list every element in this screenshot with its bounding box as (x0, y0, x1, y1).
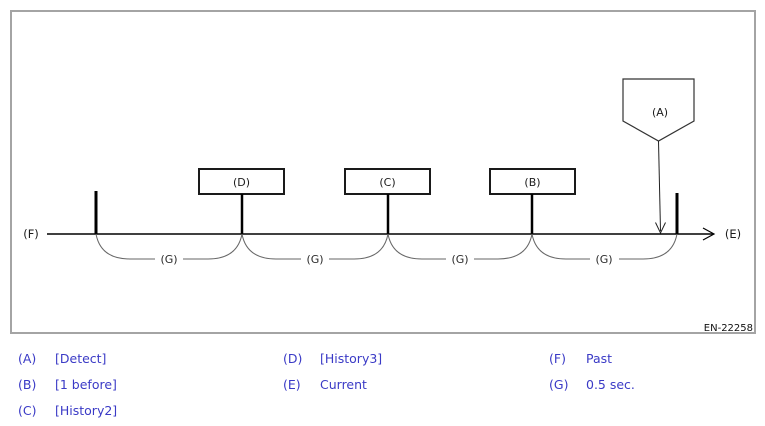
figure-code: EN-22258 (704, 323, 753, 334)
legend-item-g: (G) 0.5 sec. (549, 372, 635, 398)
legend-item-e: (E) Current (283, 372, 382, 398)
history2-box-label: (C) (379, 176, 395, 189)
axis-end-label: (E) (725, 227, 741, 241)
interval-brace-1 (95, 233, 243, 260)
legend-value: Current (320, 377, 367, 392)
interval-brace-3 (387, 233, 533, 260)
interval-brace-2 (241, 233, 389, 260)
history3-box (198, 168, 285, 195)
legend-column-2: (D) [History3] (E) Current (283, 346, 382, 398)
one-before-box-label: (B) (524, 176, 540, 189)
legend-key: (C) (18, 403, 37, 418)
legend-item-a: (A) [Detect] (18, 346, 117, 372)
legend-key: (G) (549, 377, 569, 392)
legend-column-1: (A) [Detect] (B) [1 before] (C) [History2] (18, 346, 117, 424)
interval-label-1: (G) (160, 253, 177, 266)
detect-arrow-line (658, 140, 661, 232)
interval-label-2: (G) (306, 253, 323, 266)
legend-value: [History3] (320, 351, 383, 366)
legend-item-c: (C) [History2] (18, 398, 117, 424)
detect-arrowhead-icon (655, 222, 666, 235)
axis-arrowhead-icon (702, 227, 716, 241)
legend-key: (F) (549, 351, 566, 366)
legend-value: 0.5 sec. (586, 377, 635, 392)
axis-start-label: (F) (23, 227, 39, 241)
legend-item-d: (D) [History3] (283, 346, 382, 372)
legend-value: [1 before] (55, 377, 117, 392)
legend-value: Past (586, 351, 613, 366)
legend-key: (A) (18, 351, 37, 366)
legend-key: (B) (18, 377, 37, 392)
legend-value: [Detect] (55, 351, 107, 366)
legend-item-b: (B) [1 before] (18, 372, 117, 398)
legend-column-3: (F) Past (G) 0.5 sec. (549, 346, 635, 398)
history2-box (344, 168, 431, 195)
detect-marker-shape (622, 78, 695, 142)
one-before-box (489, 168, 576, 195)
detect-marker-label: (A) (652, 106, 668, 119)
legend-item-f: (F) Past (549, 346, 635, 372)
legend-value: [History2] (55, 403, 118, 418)
interval-brace-4 (531, 233, 678, 260)
legend-key: (D) (283, 351, 303, 366)
interval-label-3: (G) (451, 253, 468, 266)
history3-box-label: (D) (233, 176, 250, 189)
interval-label-4: (G) (595, 253, 612, 266)
legend-key: (E) (283, 377, 301, 392)
